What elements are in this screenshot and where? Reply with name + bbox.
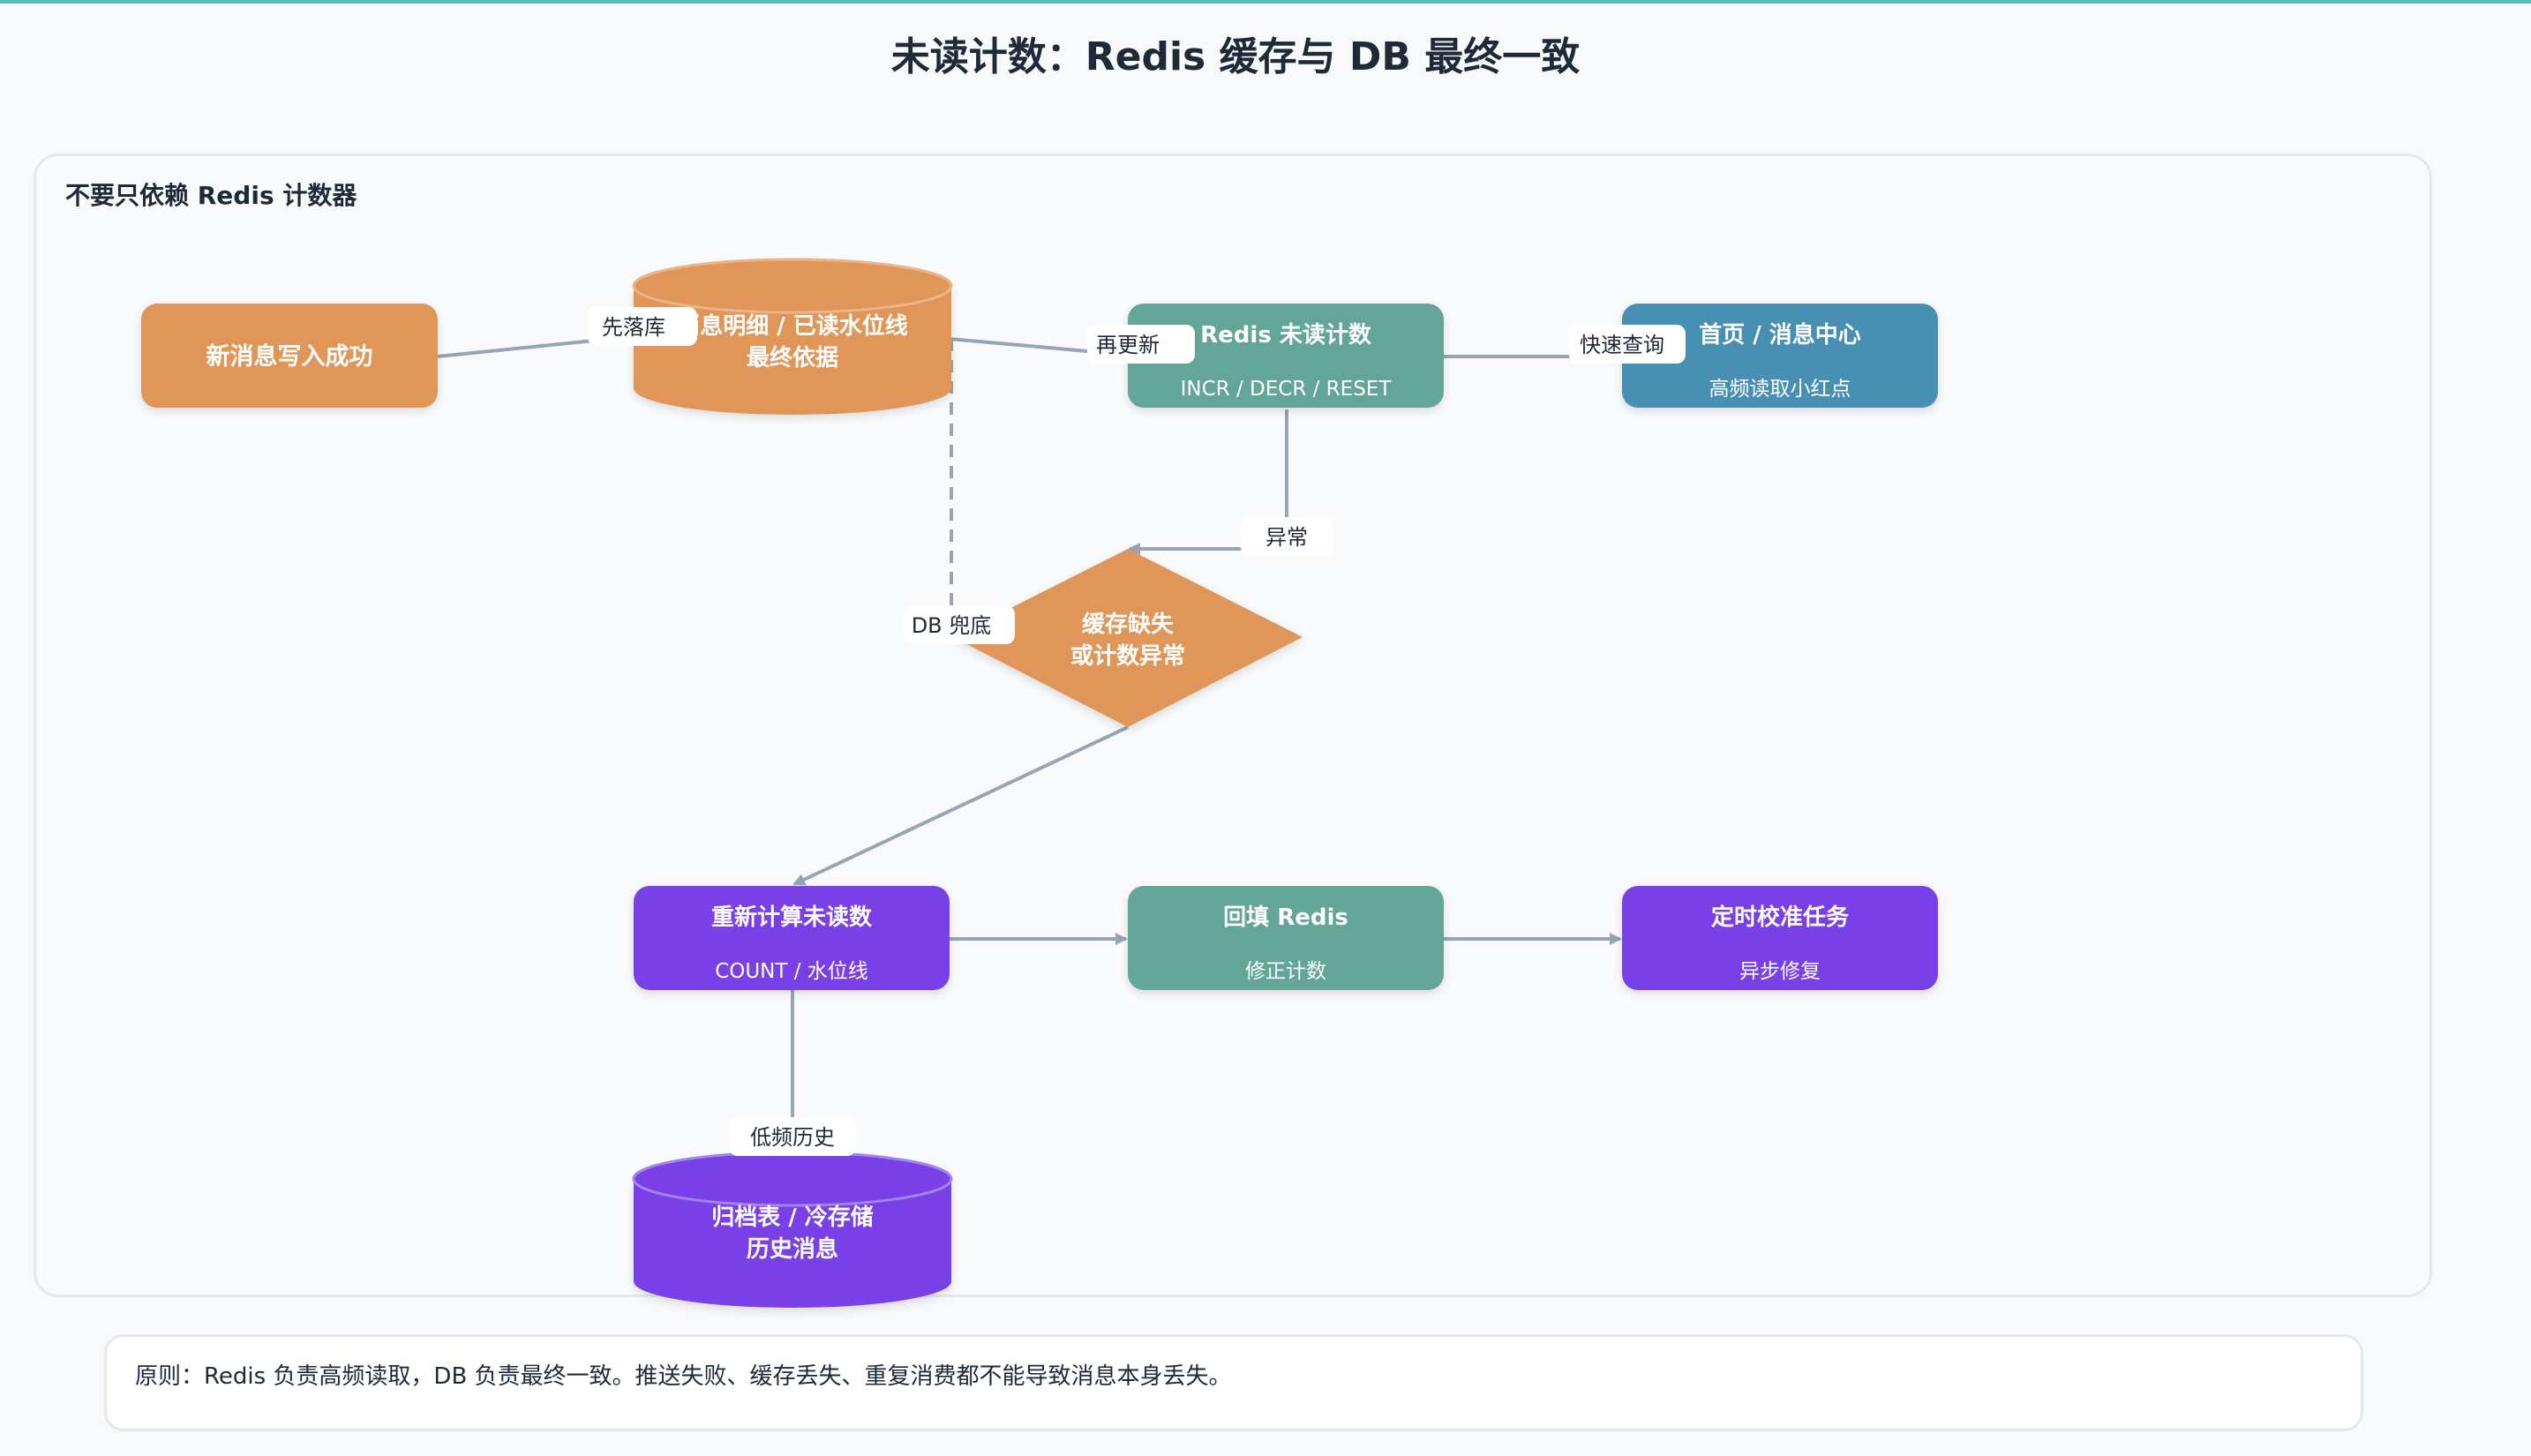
edge-label-persist-first-text: 先落库	[602, 315, 665, 340]
node-archive-body	[634, 1179, 951, 1308]
node-redis-counter-box	[1128, 304, 1444, 408]
node-new-message-box	[141, 304, 438, 408]
node-calibration-title: 定时校准任务	[1711, 904, 1849, 931]
panel-label: 不要只依赖 Redis 计数器	[65, 181, 357, 210]
edge-label-then-update: 再更新	[1087, 325, 1195, 364]
principle-note: 原则：Redis 负责高频读取，DB 负责最终一致。推送失败、缓存丢失、重复消费…	[104, 1334, 2363, 1431]
edge-diamond-to-recount	[792, 725, 1129, 886]
edge-label-persist-first: 先落库	[588, 307, 697, 346]
edge-label-exception: 异常	[1241, 517, 1333, 556]
node-cache-miss-line1: 缓存缺失	[1082, 611, 1175, 638]
edge-label-db-fallback: DB 兜底	[904, 605, 1015, 644]
node-archive: 归档表 / 冷存储 历史消息	[632, 1151, 953, 1308]
page-title: 未读计数：Redis 缓存与 DB 最终一致	[890, 34, 1581, 79]
node-archive-line2: 历史消息	[747, 1235, 838, 1263]
edge-label-low-freq-history-text: 低频历史	[750, 1125, 835, 1150]
node-message-db: 消息明细 / 已读水位线 最终依据	[632, 258, 953, 415]
node-recount-title: 重新计算未读数	[711, 904, 873, 931]
node-cache-miss-diamond	[953, 549, 1303, 727]
node-home-center-subtitle: 高频读取小红点	[1709, 378, 1851, 401]
edges	[437, 332, 1622, 1152]
node-calibration-subtitle: 异步修复	[1739, 960, 1821, 983]
node-archive-line1: 归档表 / 冷存储	[711, 1204, 874, 1231]
node-message-db-line1: 消息明细 / 已读水位线	[677, 312, 908, 340]
node-message-db-line2: 最终依据	[747, 344, 838, 372]
node-backfill-title: 回填 Redis	[1223, 904, 1348, 931]
node-redis-counter: Redis 未读计数 INCR / DECR / RESET	[1128, 304, 1444, 408]
node-redis-counter-title: Redis 未读计数	[1200, 322, 1372, 349]
node-recount-box	[634, 886, 950, 990]
node-message-db-body	[634, 286, 951, 415]
node-backfill-box	[1128, 886, 1444, 990]
node-message-db-top	[632, 258, 953, 314]
edge-label-exception-text: 异常	[1266, 525, 1308, 550]
node-new-message: 新消息写入成功	[141, 304, 438, 408]
node-cache-miss: 缓存缺失 或计数异常	[953, 549, 1303, 727]
node-calibration: 定时校准任务 异步修复	[1622, 886, 1938, 990]
node-backfill: 回填 Redis 修正计数	[1128, 886, 1444, 990]
node-calibration-box	[1622, 886, 1938, 990]
node-redis-counter-subtitle: INCR / DECR / RESET	[1181, 378, 1393, 401]
edge-label-db-fallback-text: DB 兜底	[912, 613, 992, 638]
node-cache-miss-line2: 或计数异常	[1070, 643, 1185, 670]
edge-label-then-update-text: 再更新	[1096, 333, 1160, 357]
edge-label-fast-query-text: 快速查询	[1580, 333, 1664, 357]
node-backfill-subtitle: 修正计数	[1245, 960, 1326, 983]
node-new-message-title: 新消息写入成功	[207, 342, 373, 371]
node-recount: 重新计算未读数 COUNT / 水位线	[634, 886, 950, 990]
node-home-center-title: 首页 / 消息中心	[1699, 321, 1861, 349]
node-archive-top	[632, 1151, 953, 1207]
node-home-center-box	[1622, 304, 1938, 408]
node-recount-subtitle: COUNT / 水位线	[715, 960, 868, 983]
edge-label-low-freq-history: 低频历史	[729, 1117, 856, 1156]
node-home-center: 首页 / 消息中心 高频读取小红点	[1622, 304, 1938, 408]
top-accent-rule	[0, 0, 2531, 4]
edge-label-fast-query: 快速查询	[1569, 325, 1686, 364]
